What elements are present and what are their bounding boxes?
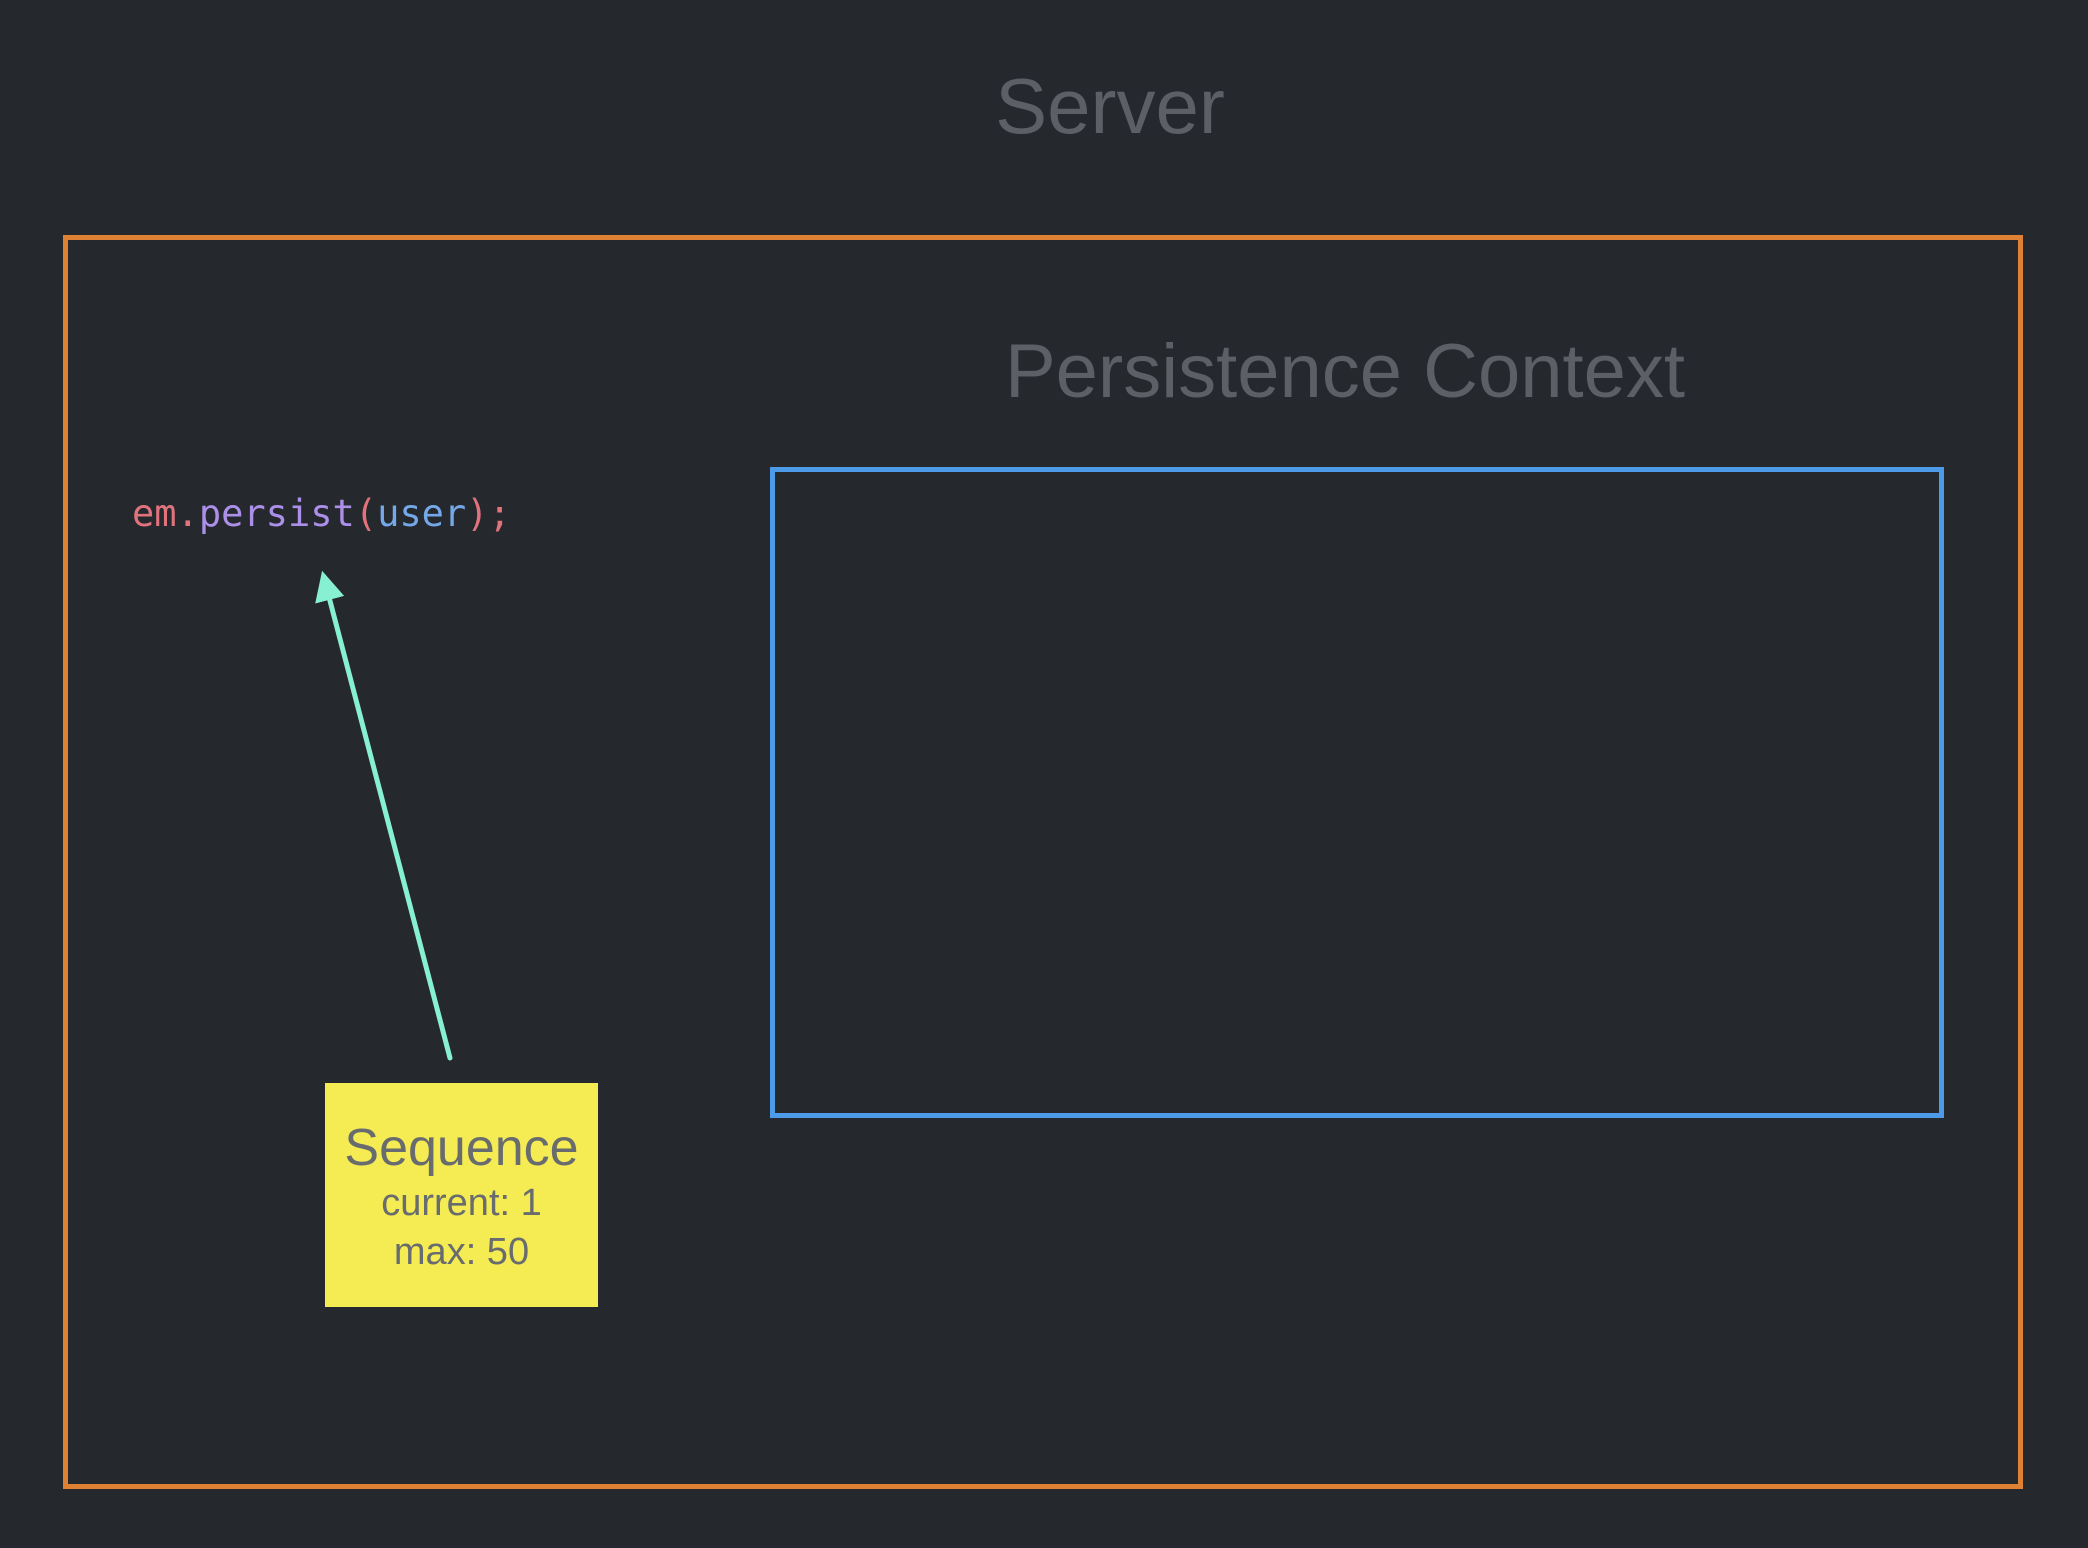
code-token: ; (488, 492, 511, 535)
code-statement: em.persist(user); (132, 492, 511, 535)
sequence-to-code-arrow-icon (315, 570, 453, 1061)
code-token: persist (198, 492, 355, 535)
code-token: ( (354, 492, 378, 535)
server-title: Server (995, 62, 1225, 150)
sequence-note-title: Sequence (344, 1119, 579, 1177)
sequence-note: Sequence current: 1 max: 50 (325, 1083, 598, 1307)
server-box (63, 235, 2023, 1489)
persistence-context-label: Persistence Context (1004, 329, 1686, 414)
code-token: ) (466, 492, 489, 535)
persistence-context-box (770, 467, 1944, 1118)
sequence-note-max: max: 50 (393, 1231, 530, 1274)
code-token: . (176, 492, 199, 535)
code-token: em (132, 492, 177, 535)
code-token: user (377, 492, 467, 535)
sequence-note-current: current: 1 (381, 1181, 542, 1224)
